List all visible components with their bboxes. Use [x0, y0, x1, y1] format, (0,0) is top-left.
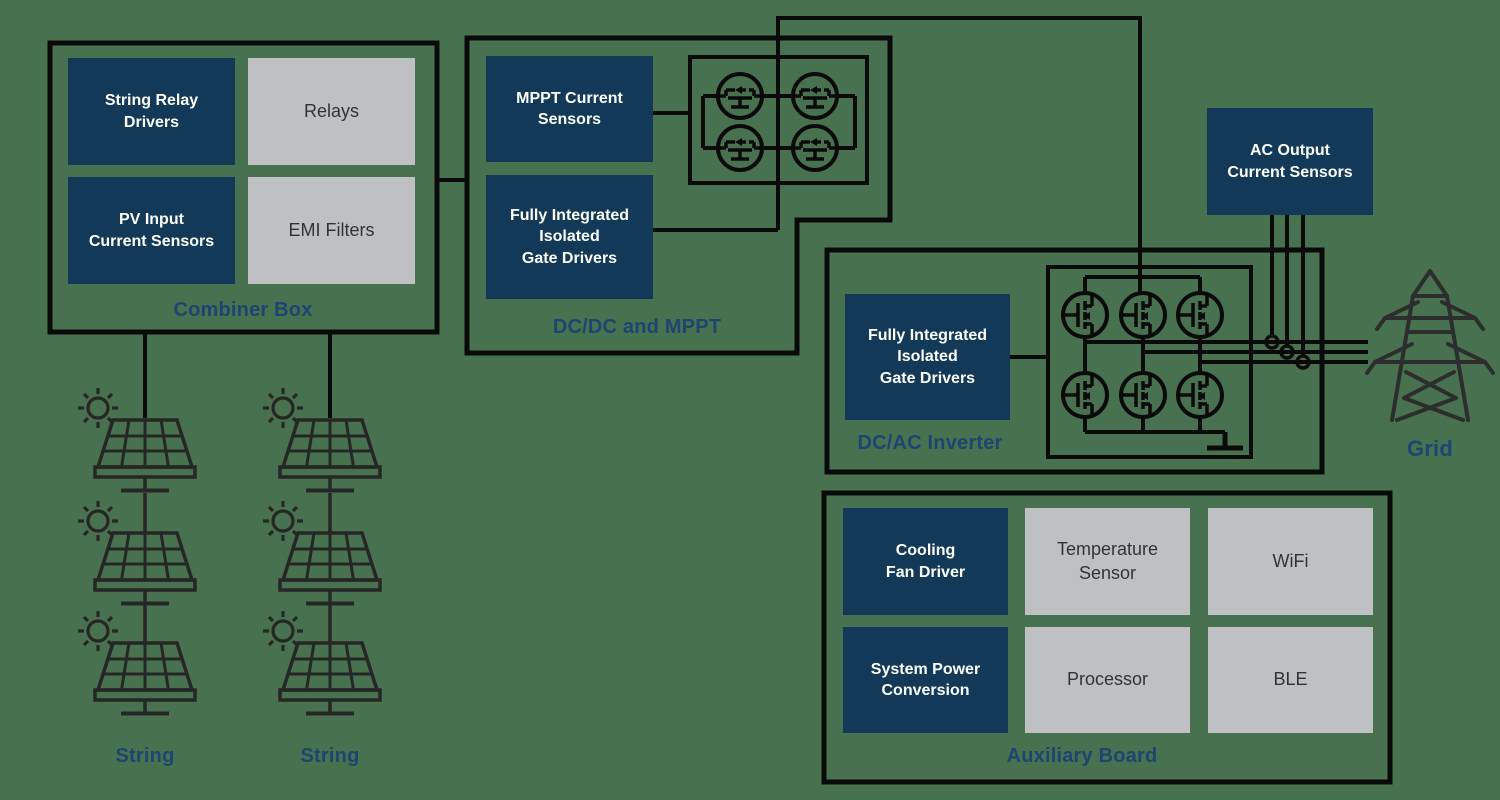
wire-ac-phases [1085, 340, 1368, 364]
aux-board-outline [821, 490, 1393, 785]
temperature-sensor-box: Temperature Sensor [1025, 508, 1190, 615]
current-sensor-taps [1264, 334, 1311, 370]
ble-box: BLE [1208, 627, 1373, 733]
mosfet-icon [1061, 291, 1109, 339]
wire-connections [143, 16, 1368, 418]
mosfet-icon [1176, 371, 1224, 419]
solar-panel-icon [93, 418, 197, 493]
aux-board-caption: Auxiliary Board [1006, 745, 1158, 767]
wifi-box: WiFi [1208, 508, 1373, 615]
solar-panel-icon [278, 531, 382, 606]
mosfet-icon [716, 72, 764, 120]
mosfet-icon [1119, 371, 1167, 419]
relays-box: Relays [248, 58, 415, 165]
string-relay-drivers-box: String Relay Drivers [68, 58, 235, 165]
solar-panel-icon [278, 418, 382, 493]
mosfet-icon [1061, 371, 1109, 419]
inverter-caption: DC/AC Inverter [857, 432, 1003, 454]
inverter-gate-drivers-box: Fully Integrated Isolated Gate Drivers [845, 294, 1010, 420]
string-right-label: String [300, 745, 360, 767]
combiner-box-caption: Combiner Box [173, 299, 313, 321]
processor-box: Processor [1025, 627, 1190, 733]
dcdc-gate-drivers-box: Fully Integrated Isolated Gate Drivers [486, 175, 653, 299]
mosfet-icon [791, 72, 839, 120]
inverter-mosfet-bridge [1046, 265, 1253, 459]
current-tap-icon [1264, 334, 1280, 350]
pv-string-right [261, 386, 382, 716]
wire-top-dc-rail [776, 16, 1142, 293]
grid-label: Grid [1406, 436, 1454, 461]
mosfet-icon [1176, 291, 1224, 339]
solar-panel-icon [93, 531, 197, 606]
ground-icon [1207, 432, 1243, 451]
transmission-tower-icon [1365, 269, 1495, 422]
cooling-fan-driver-box: Cooling Fan Driver [843, 508, 1008, 615]
dcdc-caption: DC/DC and MPPT [552, 316, 722, 338]
current-tap-icon [1279, 344, 1295, 360]
combiner-box-outline [47, 40, 440, 335]
pv-string-left [76, 386, 197, 716]
dcdc-mosfet-bridge [688, 55, 869, 185]
dcdc-box-outline [464, 35, 893, 356]
mppt-current-sensors-box: MPPT Current Sensors [486, 56, 653, 162]
solar-panel-icon [93, 641, 197, 716]
system-power-conversion-box: System Power Conversion [843, 627, 1008, 733]
inverter-box-outline [824, 247, 1325, 475]
pv-input-current-sensors-box: PV Input Current Sensors [68, 177, 235, 284]
mosfet-icon [1119, 291, 1167, 339]
ac-output-current-sensors-box: AC Output Current Sensors [1207, 108, 1373, 215]
emi-filters-box: EMI Filters [248, 177, 415, 284]
solar-panel-icon [278, 641, 382, 716]
string-left-label: String [115, 745, 175, 767]
current-tap-icon [1295, 354, 1311, 370]
mosfet-icon [791, 124, 839, 172]
wire-ac-sensor-leads [1270, 215, 1305, 356]
mosfet-icon [716, 124, 764, 172]
